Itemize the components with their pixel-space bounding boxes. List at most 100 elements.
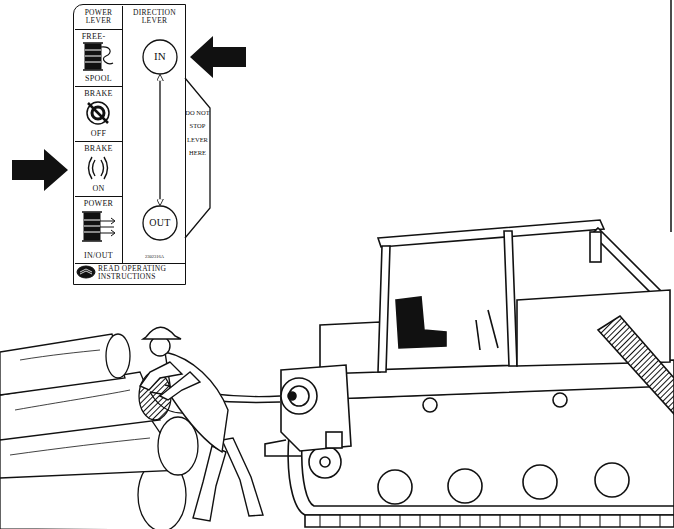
- label-text: DO NOT STOP LEVER HERE: [185, 106, 210, 159]
- bulldozer: [309, 446, 341, 478]
- circle-outline: [143, 206, 177, 240]
- brake-on-symbol: [93, 160, 96, 176]
- brake-off-symbol: [87, 102, 109, 124]
- bulldozer: [302, 402, 674, 506]
- free-spool-symbol: [85, 50, 101, 51]
- bulldozer: [320, 457, 330, 467]
- pointer-arrow: [12, 149, 68, 191]
- log: [106, 334, 130, 378]
- bulldozer: [488, 310, 498, 348]
- power-in-out-symbol: [82, 211, 102, 213]
- power-in-out-symbol: [84, 232, 100, 233]
- lever-position-cell: POWER IN/OUT: [75, 196, 122, 263]
- label-text: ON: [92, 185, 104, 193]
- bulldozer: [305, 515, 674, 527]
- bulldozer: [378, 246, 390, 372]
- power-in-out-symbol: [84, 213, 100, 240]
- bulldozer: [448, 469, 482, 503]
- free-spool-symbol: [85, 62, 101, 63]
- free-spool-symbol: [83, 42, 103, 44]
- bulldozer: [598, 316, 674, 414]
- worker: [143, 327, 181, 339]
- power-in-out-symbol: [100, 233, 114, 234]
- label-text: BRAKE: [84, 90, 113, 98]
- tab-outline: [185, 78, 210, 238]
- page-border: [670, 0, 672, 232]
- bulldozer: [476, 320, 480, 350]
- brake-on-symbol: [104, 157, 108, 179]
- bulldozer: [265, 440, 302, 456]
- bulldozer: [523, 465, 557, 499]
- brake-on-symbol: [101, 160, 104, 176]
- brake-off-symbol: [88, 103, 108, 123]
- bulldozer: [595, 463, 629, 497]
- direction-circle: OUT: [142, 205, 178, 241]
- label-text: OUT: [149, 218, 170, 229]
- label-text: IN: [154, 51, 166, 63]
- label-text: READ OPERATING INSTRUCTIONS: [98, 265, 184, 281]
- power-in-out-symbol: [82, 212, 115, 241]
- power-in-out-symbol: [82, 240, 102, 242]
- bulldozer: [289, 386, 309, 406]
- bulldozer: [288, 392, 296, 400]
- page-border: [670, 0, 672, 232]
- power-in-out-symbol: [100, 227, 114, 228]
- worker: [140, 327, 263, 521]
- power-in-out-symbol: [100, 221, 114, 222]
- worker: [193, 446, 226, 521]
- lever-position-cell: FREE- SPOOL: [75, 29, 122, 86]
- direction-arrow: [159, 75, 160, 205]
- tab-outline: [185, 78, 211, 238]
- log: [0, 334, 198, 529]
- free-spool-symbol: [83, 43, 113, 70]
- label-text: BRAKE: [84, 145, 113, 153]
- decal-panel: FREE-SPOOLBRAKEOFFBRAKEONPOWERIN/OUTPOWE…: [73, 4, 186, 285]
- label-text: POWER: [84, 200, 114, 208]
- bulldozer: [378, 220, 604, 247]
- brake-on-symbol: [89, 157, 108, 179]
- circle-outline: [143, 40, 177, 74]
- bulldozer: [590, 232, 601, 262]
- worker: [160, 372, 200, 400]
- label-text: IN/OUT: [84, 252, 113, 260]
- manual-symbol: [77, 266, 95, 278]
- bulldozer: [396, 297, 446, 348]
- brake-off-symbol: [87, 102, 109, 124]
- pointer-arrow: [12, 36, 246, 191]
- free-spool-symbol: [85, 56, 101, 57]
- bulldozer: [281, 378, 317, 414]
- power-in-out-symbol: [84, 226, 100, 227]
- label-text: POWER LEVER: [75, 9, 122, 25]
- bulldozer: [326, 432, 342, 448]
- label-text: OFF: [91, 130, 107, 138]
- bulldozer: [553, 393, 567, 407]
- power-lever-column: FREE-SPOOLBRAKEOFFBRAKEONPOWERIN/OUTPOWE…: [75, 6, 123, 264]
- free-spool-symbol: [85, 44, 101, 69]
- worker: [222, 438, 263, 516]
- lever-position-cell: BRAKE OFF: [75, 86, 122, 141]
- free-spool-symbol: [101, 47, 113, 64]
- bulldozer: [320, 515, 660, 527]
- manual-symbol: [77, 266, 95, 278]
- power-in-out-symbol: [111, 230, 115, 236]
- label-text: 2302316A: [123, 255, 186, 260]
- manual-symbol: [80, 269, 92, 274]
- bulldozer: [281, 365, 351, 451]
- power-in-out-symbol: [111, 218, 115, 224]
- label-text: DIRECTION LEVER: [123, 9, 186, 25]
- warning-tab: DO NOT STOP LEVER HERE: [185, 78, 211, 238]
- bulldozer: [378, 470, 412, 504]
- label-text: FREE-: [82, 33, 116, 41]
- bulldozer: [265, 220, 674, 527]
- label-text: SPOOL: [85, 75, 112, 83]
- pointer-arrow: [190, 36, 246, 78]
- bulldozer: [423, 398, 437, 412]
- log: [10, 350, 150, 455]
- free-spool-symbol: [83, 69, 103, 71]
- brake-on-symbol: [89, 157, 93, 179]
- direction-lever-column: IN OUT DIRECTION LEVER 2302316A: [123, 6, 186, 264]
- lever-position-cell: BRAKE ON: [75, 141, 122, 196]
- direction-circle: IN: [142, 39, 178, 75]
